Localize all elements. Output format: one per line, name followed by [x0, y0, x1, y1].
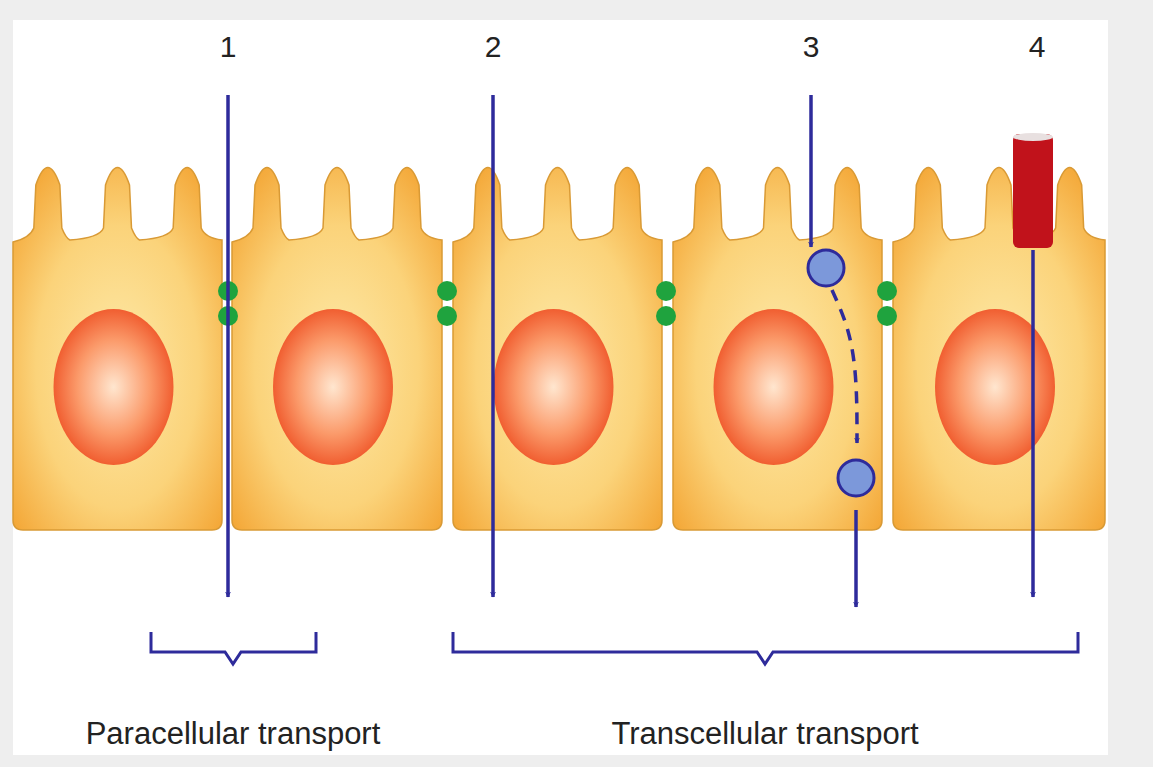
vesicle	[808, 250, 844, 286]
epithelial-cell	[232, 168, 442, 531]
bracket	[151, 632, 316, 664]
epithelial-cell	[13, 168, 222, 531]
vesicle	[838, 460, 874, 496]
callout-number: 3	[803, 32, 820, 62]
callout-number: 4	[1029, 32, 1046, 62]
transport-arrow	[491, 95, 495, 597]
callout-number: 1	[220, 32, 237, 62]
channel-opening	[1013, 133, 1053, 141]
callout-number: 2	[485, 32, 502, 62]
transport-arrow	[1031, 250, 1035, 597]
tight-junction	[437, 281, 457, 301]
tight-junction	[437, 306, 457, 326]
tight-junction	[877, 281, 897, 301]
tight-junction	[656, 281, 676, 301]
tight-junction	[877, 306, 897, 326]
image-ground	[13, 20, 1108, 755]
tight-junction	[656, 306, 676, 326]
epithelial-cell	[673, 168, 882, 531]
nucleus	[494, 309, 614, 465]
transport-arrow	[809, 95, 813, 247]
nucleus	[714, 309, 834, 465]
transport-label: Transcellular transport	[611, 718, 918, 749]
transport-label: Paracellular transport	[86, 718, 381, 749]
nucleus	[54, 309, 174, 465]
bracket	[453, 632, 1078, 664]
nucleus	[273, 309, 393, 465]
transport-arrow	[854, 510, 858, 607]
epithelial-cell	[453, 168, 662, 531]
transport-arrow	[226, 95, 230, 597]
vesicle-path	[832, 290, 857, 443]
nucleus	[935, 309, 1055, 465]
channel-protein	[1013, 134, 1053, 248]
epithelial-cell	[893, 168, 1105, 531]
